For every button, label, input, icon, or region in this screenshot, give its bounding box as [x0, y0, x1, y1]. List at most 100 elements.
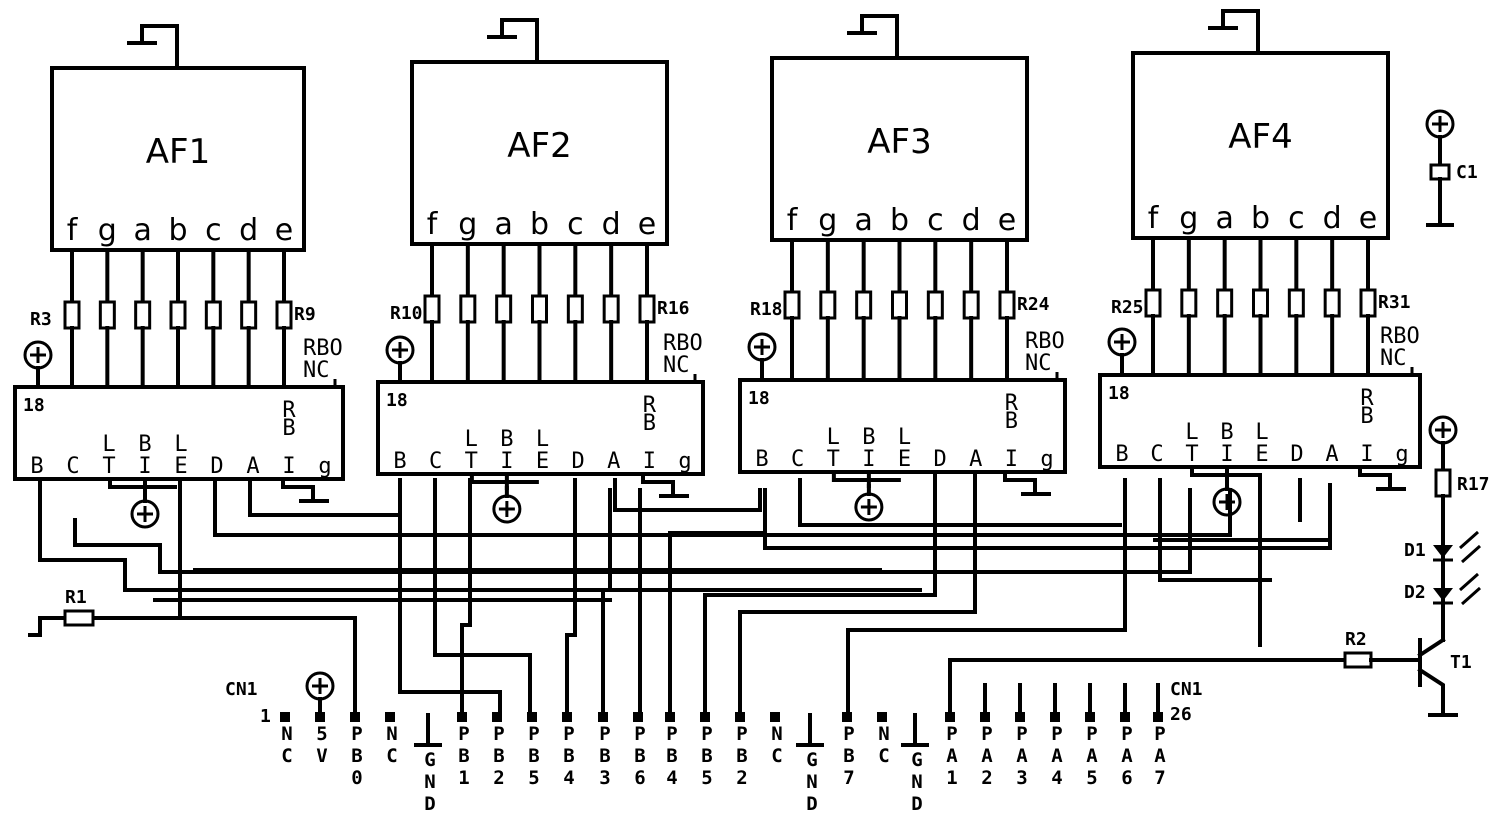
connector-pin-label: 2 — [493, 767, 504, 789]
resistor-r2 — [1343, 651, 1373, 669]
connector-pin-label: 4 — [1051, 767, 1062, 789]
ic-pin-label: A — [969, 447, 982, 472]
connector-pin-label: G — [806, 749, 817, 771]
segment-resistor — [1180, 288, 1198, 318]
connector-pin-label: A — [1051, 745, 1063, 767]
label-d2: D2 — [1404, 582, 1426, 603]
connector-pin-label: D — [806, 793, 817, 815]
label-r17: R17 — [1457, 474, 1490, 495]
segment-resistor — [1323, 288, 1341, 318]
ic-pin-label: E — [536, 449, 549, 474]
connector-pin-label: N — [911, 771, 922, 793]
segment-resistor — [1252, 288, 1269, 318]
ic-pin-label: L — [465, 427, 478, 452]
connector-pin-label: 2 — [736, 767, 747, 789]
connector-pin-label: B — [701, 745, 712, 767]
connector-pin-label: 2 — [981, 767, 992, 789]
connector-pin-label: A — [1016, 745, 1028, 767]
ic-pin-label: L — [898, 425, 911, 450]
connector-pin: GND — [796, 713, 824, 815]
segment-label: a — [494, 207, 512, 242]
segment-resistor — [531, 294, 548, 324]
connector-pin-label: B — [493, 745, 504, 767]
vcc-symbol — [1425, 109, 1455, 139]
connector-pin: PA3 — [1015, 683, 1028, 789]
nc-label: NC — [663, 353, 690, 378]
decoder-ic — [13, 385, 345, 481]
ic-pin-label: T — [465, 449, 478, 474]
led-d2 — [1433, 588, 1453, 601]
capacitor-c1 — [1429, 163, 1451, 181]
connector-pin-label: P — [1051, 723, 1062, 745]
ic-pin-label: B — [1360, 404, 1373, 429]
ic-pin-label: A — [607, 449, 620, 474]
ic-pin-label: R — [1005, 391, 1019, 416]
segment-resistor — [459, 294, 477, 324]
connector-pin-label: 5 — [528, 767, 539, 789]
segment-resistor — [134, 300, 152, 330]
connector-pin-label: A — [981, 745, 993, 767]
connector-pin: PB7 — [842, 712, 855, 789]
segment-label: b — [1251, 201, 1270, 236]
ic-pin-label: D — [572, 449, 585, 474]
label-r1: R1 — [65, 587, 87, 608]
segment-label: e — [1359, 201, 1377, 236]
vcc-symbol — [492, 494, 522, 524]
display-box — [410, 60, 669, 246]
ic-pin-label: E — [174, 454, 187, 479]
ic-pin-label: C — [1150, 442, 1163, 467]
connector-pin-label: P — [1121, 723, 1132, 745]
ic-pin-label: E — [898, 447, 911, 472]
ic-pin-label: I — [643, 449, 656, 474]
ic-pin-label: D — [934, 447, 947, 472]
segment-resistor — [240, 300, 258, 330]
segment-label: g — [98, 213, 117, 248]
segment-label: g — [818, 203, 837, 238]
connector-pin-label: A — [946, 745, 958, 767]
connector-pin-label: 4 — [666, 767, 677, 789]
connector-pin: PB4 — [665, 712, 678, 789]
ic-pin-label: B — [862, 425, 875, 450]
connector-pin-label: N — [806, 771, 817, 793]
label-cn1-left: CN1 — [225, 679, 258, 700]
segment-label: e — [998, 203, 1016, 238]
ground-symbol — [281, 477, 329, 503]
ic-pin-label: g — [678, 449, 691, 474]
resistor-r1 — [63, 609, 95, 627]
label-c1: C1 — [1456, 162, 1478, 183]
connector-pin-label: B — [599, 745, 610, 767]
connector-pin-label: B — [458, 745, 469, 767]
segment-resistor — [891, 290, 908, 320]
segment-label: d — [602, 207, 621, 242]
connector-pin: PB0 — [350, 712, 363, 789]
ic-pin-label: T — [1185, 442, 1198, 467]
ic-pin-label: I — [1220, 442, 1233, 467]
connector-pin-label: 7 — [1154, 767, 1165, 789]
connector-pin-label: A — [1121, 745, 1133, 767]
segment-resistor — [63, 300, 81, 330]
ic-pin-label: I — [282, 454, 295, 479]
ic-pin-label: I — [1005, 447, 1018, 472]
ic-number: 18 — [386, 390, 408, 411]
connector-pin-label: N — [281, 723, 292, 745]
decoder-ic — [738, 378, 1067, 474]
connector-pin-label: P — [736, 723, 747, 745]
connector-pin: PA6 — [1120, 683, 1133, 789]
transistor-t1 — [1417, 637, 1458, 717]
ground-symbol — [487, 18, 539, 64]
led-d1 — [1433, 545, 1453, 558]
vcc-symbol — [385, 335, 415, 365]
connector-pin-label: G — [911, 749, 922, 771]
segment-label: e — [275, 213, 293, 248]
segment-resistor — [783, 290, 801, 320]
segment-resistor — [495, 294, 513, 324]
ic-pin-label: B — [138, 432, 151, 457]
connector-pin-label: B — [528, 745, 539, 767]
segment-label: a — [854, 203, 872, 238]
segment-label: g — [458, 207, 477, 242]
ic-pin-label: B — [500, 427, 513, 452]
